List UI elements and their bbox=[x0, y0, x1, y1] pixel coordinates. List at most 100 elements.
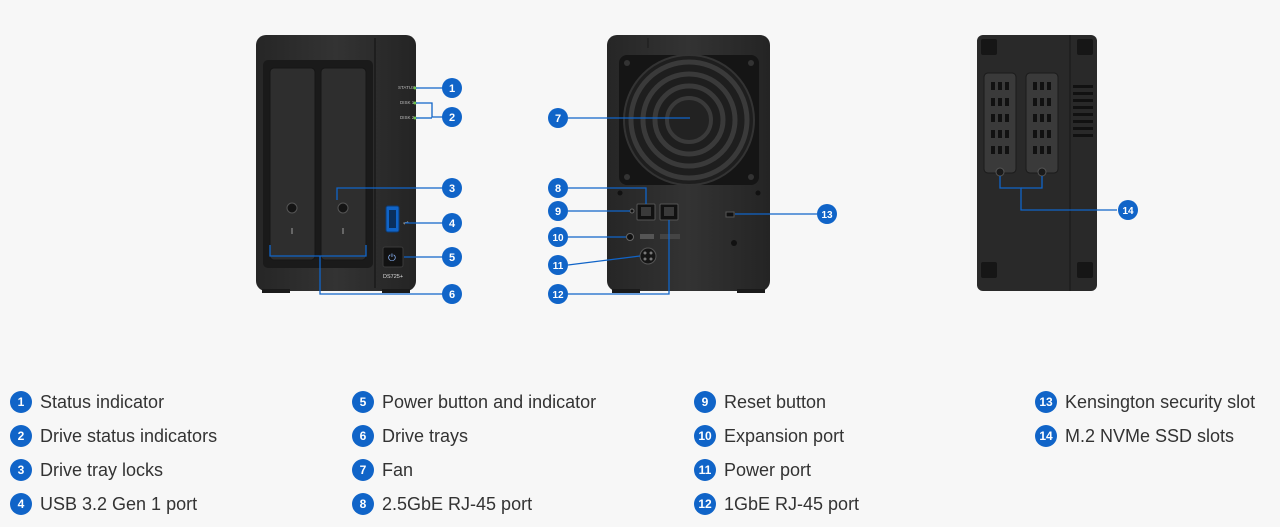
legend-label: Drive trays bbox=[382, 425, 469, 446]
callout-badge-8: 8 bbox=[548, 178, 568, 198]
svg-text:10: 10 bbox=[552, 233, 564, 244]
svg-text:7: 7 bbox=[555, 113, 561, 125]
bottom-view bbox=[977, 35, 1097, 291]
power-port bbox=[639, 247, 657, 265]
legend-item: 6 Drive trays bbox=[352, 419, 596, 453]
legend-number: 2 bbox=[10, 425, 32, 447]
tray-lock-2 bbox=[337, 202, 349, 214]
status-led bbox=[413, 86, 417, 90]
legend-item: 2 Drive status indicators bbox=[10, 419, 217, 453]
callout-badge-2: 2 bbox=[442, 107, 462, 127]
front-callout-lines bbox=[269, 87, 443, 295]
callout-badge-1: 1 bbox=[442, 78, 462, 98]
m2-screw-2 bbox=[1037, 167, 1047, 177]
reset-button bbox=[629, 208, 635, 214]
callout-badge-13: 13 bbox=[817, 204, 837, 224]
legend-item: 1 Status indicator bbox=[10, 385, 217, 419]
legend-label: Expansion port bbox=[724, 425, 845, 446]
svg-text:2: 2 bbox=[449, 112, 455, 124]
legend-column-1: 1 Status indicator 2 Drive status indicato… bbox=[10, 385, 217, 521]
drive-tray-1 bbox=[269, 67, 316, 261]
legend-number: 6 bbox=[352, 425, 374, 447]
legend-number: 7 bbox=[352, 459, 374, 481]
fan bbox=[619, 54, 759, 186]
legend-label: Fan bbox=[382, 459, 414, 480]
legend-item: 4 USB 3.2 Gen 1 port bbox=[10, 487, 217, 521]
callout-badge-4: 4 bbox=[442, 213, 462, 233]
callout-badge-14: 14 bbox=[1118, 200, 1138, 220]
legend-number: 12 bbox=[694, 493, 716, 515]
svg-text:1: 1 bbox=[449, 83, 455, 95]
legend-label: Status indicator bbox=[40, 391, 165, 412]
svg-text:4: 4 bbox=[449, 218, 456, 230]
legend-number: 5 bbox=[352, 391, 374, 413]
device-diagram: STATUS DISK 1 DISK 2 ⇌ ⏻ DS725+ bbox=[256, 35, 1138, 304]
legend-label: Drive status indicators bbox=[40, 425, 218, 446]
legend-number: 11 bbox=[694, 459, 716, 481]
callout-badge-10: 10 bbox=[548, 227, 568, 247]
callout-badge-12: 12 bbox=[548, 284, 568, 304]
svg-text:13: 13 bbox=[821, 210, 833, 221]
svg-text:12: 12 bbox=[552, 290, 564, 301]
bottom-callout-lines bbox=[999, 176, 1117, 211]
callout-badge-7: 7 bbox=[548, 108, 568, 128]
led-label-disk2: DISK 2 bbox=[400, 115, 415, 120]
legend-column-3: 9 Reset button 10 Expansion port 11 Power p… bbox=[694, 385, 859, 521]
legend-column-2: 5 Power button and indicator 6 Drive trays… bbox=[352, 385, 596, 521]
legend-label: Kensington security slot bbox=[1065, 391, 1256, 412]
legend-label: M.2 NVMe SSD slots bbox=[1065, 425, 1235, 446]
legend-label: Power button and indicator bbox=[382, 391, 597, 412]
drive-tray-2 bbox=[320, 67, 367, 261]
power-icon: ⏻ bbox=[388, 253, 396, 264]
svg-text:11: 11 bbox=[553, 261, 564, 272]
legend-item: 5 Power button and indicator bbox=[352, 385, 596, 419]
legend-number: 10 bbox=[694, 425, 716, 447]
svg-text:5: 5 bbox=[449, 252, 455, 264]
legend-label: Drive tray locks bbox=[40, 459, 164, 480]
callout-badge-3: 3 bbox=[442, 178, 462, 198]
svg-text:8: 8 bbox=[555, 183, 561, 195]
callout-badge-11: 11 bbox=[548, 255, 568, 275]
legend-item: 12 1GbE RJ-45 port bbox=[694, 487, 859, 521]
legend-item: 10 Expansion port bbox=[694, 419, 859, 453]
callout-badge-5: 5 bbox=[442, 247, 462, 267]
legend-item: 11 Power port bbox=[694, 453, 859, 487]
disk1-led bbox=[413, 101, 417, 105]
led-label-status: STATUS bbox=[398, 85, 415, 90]
tray-lock-1 bbox=[286, 202, 298, 214]
disk2-led bbox=[413, 116, 417, 120]
svg-text:14: 14 bbox=[1122, 206, 1134, 217]
callout-badge-9: 9 bbox=[548, 201, 568, 221]
legend-number: 4 bbox=[10, 493, 32, 515]
legend-label: 2.5GbE RJ-45 port bbox=[382, 493, 533, 514]
legend-item: 8 2.5GbE RJ-45 port bbox=[352, 487, 596, 521]
legend-label: USB 3.2 Gen 1 port bbox=[40, 493, 198, 514]
legend-item: 9 Reset button bbox=[694, 385, 859, 419]
legend-number: 13 bbox=[1035, 391, 1057, 413]
legend-number: 9 bbox=[694, 391, 716, 413]
callout-badges: 1 2 3 4 5 6 7 8 9 10 11 12 13 14 bbox=[442, 78, 1138, 304]
legend-number: 8 bbox=[352, 493, 374, 515]
led-label-disk1: DISK 1 bbox=[400, 100, 415, 105]
power-button bbox=[382, 246, 404, 268]
svg-text:3: 3 bbox=[449, 183, 455, 195]
front-view: STATUS DISK 1 DISK 2 ⇌ ⏻ DS725+ bbox=[256, 35, 417, 293]
legend-number: 1 bbox=[10, 391, 32, 413]
legend-label: Power port bbox=[724, 459, 812, 480]
m2-screw-1 bbox=[995, 167, 1005, 177]
expansion-port bbox=[626, 233, 634, 241]
legend: 1 Status indicator 2 Drive status indicato… bbox=[0, 380, 1280, 520]
svg-text:6: 6 bbox=[449, 289, 455, 301]
back-callout-lines bbox=[567, 117, 817, 295]
legend-item: 13 Kensington security slot bbox=[1035, 385, 1255, 419]
kensington-slot bbox=[725, 211, 735, 218]
legend-label: Reset button bbox=[724, 391, 827, 412]
legend-item: 7 Fan bbox=[352, 453, 596, 487]
back-view bbox=[607, 35, 770, 293]
legend-label: 1GbE RJ-45 port bbox=[724, 493, 860, 514]
svg-text:9: 9 bbox=[555, 206, 561, 218]
callout-badge-6: 6 bbox=[442, 284, 462, 304]
